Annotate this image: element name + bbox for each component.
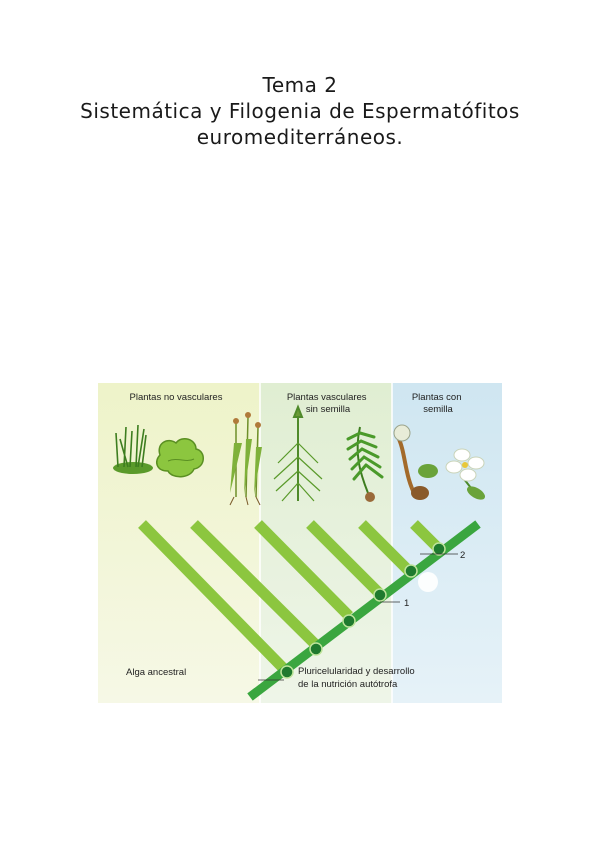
root-label: Alga ancestral xyxy=(126,667,186,678)
phylogeny-diagram: Plantas no vasculares Plantas vasculares… xyxy=(98,383,502,703)
node-2 xyxy=(310,643,322,655)
title-line-3: euromediterráneos. xyxy=(0,124,600,150)
document-title: Tema 2 Sistemática y Filogenia de Esperm… xyxy=(0,72,600,150)
node-3 xyxy=(343,615,355,627)
node-1 xyxy=(281,666,293,678)
title-line-2: Sistemática y Filogenia de Espermatófito… xyxy=(0,98,600,124)
title-line-1: Tema 2 xyxy=(0,72,600,98)
node-6 xyxy=(433,543,445,555)
highlight-spot xyxy=(418,572,438,592)
phylogeny-figure: Plantas no vasculares Plantas vasculares… xyxy=(98,383,502,703)
zone-label-non-vascular: Plantas no vasculares xyxy=(130,392,223,403)
node-5 xyxy=(405,565,417,577)
node-4 xyxy=(374,589,386,601)
marker-1-label: 1 xyxy=(404,598,409,609)
marker-2-label: 2 xyxy=(460,550,465,561)
